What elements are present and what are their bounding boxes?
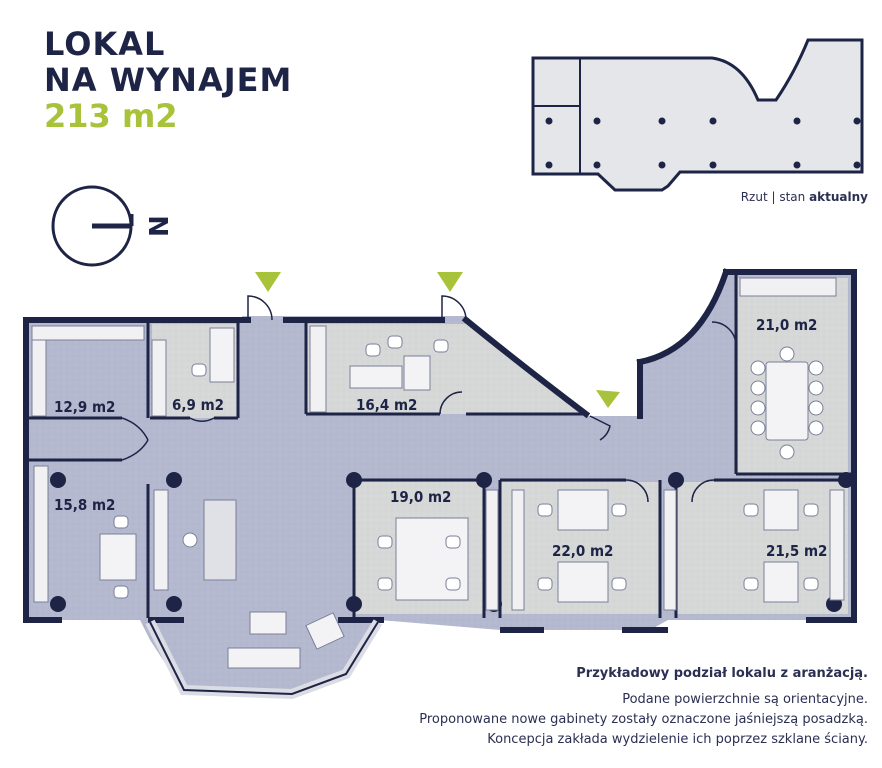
room-label-15-8: 15,8 m2 xyxy=(54,496,115,514)
current-plan-caption-prefix: Rzut | stan xyxy=(740,190,810,204)
room-label-21-5: 21,5 m2 xyxy=(766,542,827,560)
notes-line-2: Proponowane nowe gabinety zostały oznacz… xyxy=(419,712,868,727)
compass-icon xyxy=(51,185,134,267)
room-label-22-0: 22,0 m2 xyxy=(552,542,613,560)
title-line-2: NA WYNAJEM xyxy=(44,61,293,99)
compass-direction-label: N xyxy=(145,215,175,237)
room-label-6-9: 6,9 m2 xyxy=(172,396,224,414)
notes-block: Przykładowy podział lokalu z aranżacją. … xyxy=(419,664,868,750)
office-16-4-floor xyxy=(306,324,580,414)
notes-line-3: Koncepcja zakłada wydzielenie ich poprze… xyxy=(487,732,868,747)
current-state-plan xyxy=(531,38,864,192)
notes-lead: Przykładowy podział lokalu z aranżacją. xyxy=(576,666,868,681)
room-label-12-9: 12,9 m2 xyxy=(54,398,115,416)
total-area: 213 m2 xyxy=(44,97,178,135)
room-label-19-0: 19,0 m2 xyxy=(390,488,451,506)
notes-line-1: Podane powierzchnie są orientacyjne. xyxy=(622,692,868,707)
entrance-marker-icon xyxy=(255,272,620,408)
current-plan-caption-bold: aktualny xyxy=(809,190,868,204)
office-21-5-floor xyxy=(676,482,848,614)
floor-plan: 12,9 m2 6,9 m2 16,4 m2 21,0 m2 15,8 m2 1… xyxy=(23,268,857,700)
room-label-21-0: 21,0 m2 xyxy=(756,316,817,334)
room-label-16-4: 16,4 m2 xyxy=(356,396,417,414)
title-line-1: LOKAL xyxy=(44,25,166,63)
current-plan-caption: Rzut | stan aktualny xyxy=(741,190,868,204)
page-heading: LOKAL NA WYNAJEM 213 m2 xyxy=(44,26,292,134)
